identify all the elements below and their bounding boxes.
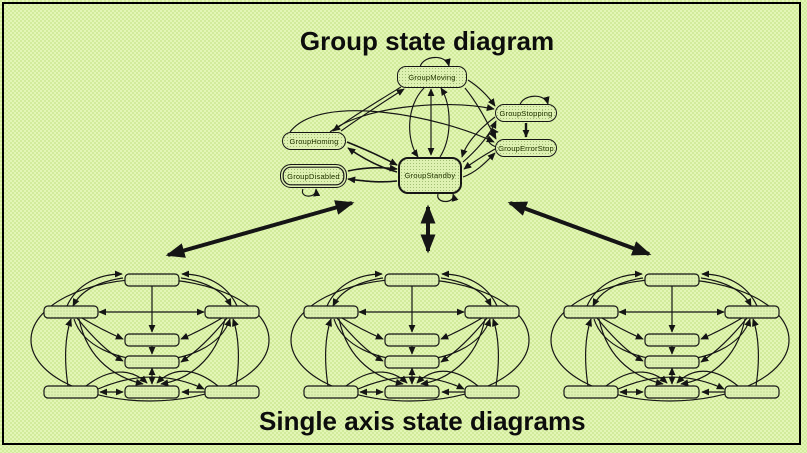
state-node-group-stopping: GroupStopping <box>495 104 557 122</box>
state-node-group-homing: GroupHoming <box>282 132 346 150</box>
state-label: GroupHoming <box>289 136 339 146</box>
group-diagram-title: Group state diagram <box>299 26 555 56</box>
single-axis-diagram-right <box>551 274 789 401</box>
single-axis-diagram-left <box>31 274 269 401</box>
state-label: GroupMoving <box>408 72 456 82</box>
state-label: GroupStandby <box>404 171 456 180</box>
state-node-group-errorstop: GroupErrorStop <box>495 139 557 157</box>
single-axis-title: Single axis state diagrams <box>259 406 586 436</box>
group-state-edges <box>289 56 550 203</box>
state-node-group-standby: GroupStandby <box>398 157 462 194</box>
hierarchy-arrows <box>165 200 652 258</box>
state-label: GroupStopping <box>499 108 553 118</box>
single-axis-diagram-middle <box>291 274 529 401</box>
state-label: GroupErrorStop <box>498 143 554 153</box>
state-node-group-disabled: GroupDisabled <box>280 164 347 188</box>
state-node-group-moving: GroupMoving <box>397 66 467 88</box>
state-label: GroupDisabled <box>287 171 340 181</box>
